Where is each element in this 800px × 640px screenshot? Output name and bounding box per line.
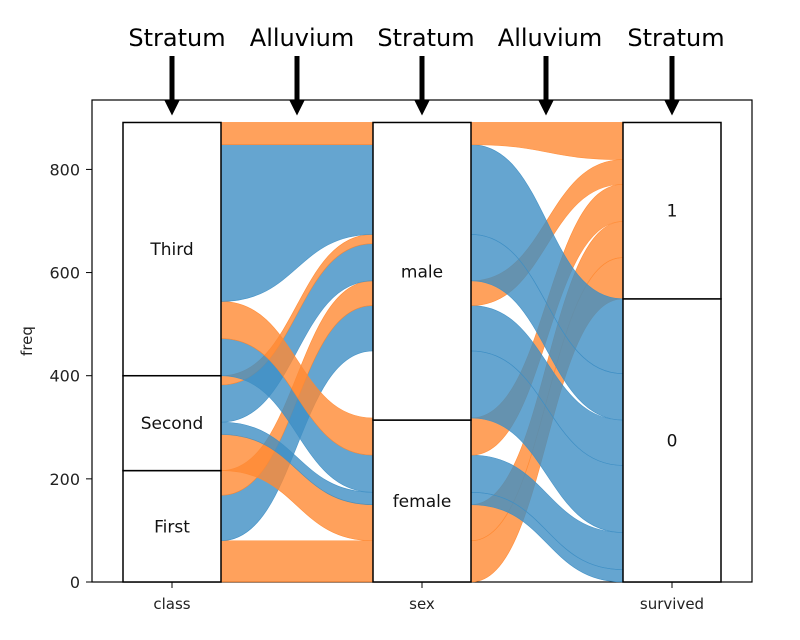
stratum-label-class-Second: Second <box>141 414 204 434</box>
stratum-label-sex-female: female <box>393 492 452 512</box>
stratum-label-survived-1: 1 <box>667 202 678 222</box>
alluvia <box>220 122 624 583</box>
stratum-class-Third <box>122 121 222 377</box>
y-tick-label: 600 <box>49 264 80 283</box>
stratum-survived-1 <box>622 121 722 300</box>
x-tick-label-survived: survived <box>640 595 704 613</box>
stratum-sex-male <box>372 121 472 421</box>
annotation-stratum-3: Stratum <box>627 24 724 52</box>
stratum-class-Second <box>122 374 222 472</box>
stratum-label-survived-0: 0 <box>667 431 678 451</box>
y-axis-ticks: 0 200 400 600 800 <box>49 160 92 592</box>
strata: First Second Third female male 0 1 <box>122 121 722 583</box>
y-axis-label: freq <box>18 326 36 356</box>
y-tick-label: 0 <box>70 573 80 592</box>
stratum-class-First <box>122 469 222 583</box>
x-axis-labels: class sex survived <box>153 582 704 613</box>
x-tick-label-class: class <box>153 595 190 613</box>
stratum-label-sex-male: male <box>401 262 443 282</box>
y-tick-label: 800 <box>49 160 80 179</box>
stratum-survived-0 <box>622 298 722 583</box>
annotation-alluvium-2: Alluvium <box>498 24 602 52</box>
stratum-sex-female <box>372 419 472 583</box>
annotation-alluvium-1: Alluvium <box>250 24 354 52</box>
class-sex-flow-10 <box>220 122 374 145</box>
annotation-stratum-1: Stratum <box>128 24 225 52</box>
annotation-stratum-2: Stratum <box>377 24 474 52</box>
stratum-label-class-First: First <box>154 517 190 537</box>
y-tick-label: 400 <box>49 367 80 386</box>
annotation-arrows <box>164 56 680 116</box>
stratum-label-class-Third: Third <box>149 240 193 260</box>
class-sex-flow-0 <box>220 540 374 583</box>
x-tick-label-sex: sex <box>409 595 435 613</box>
y-tick-label: 200 <box>49 470 80 489</box>
